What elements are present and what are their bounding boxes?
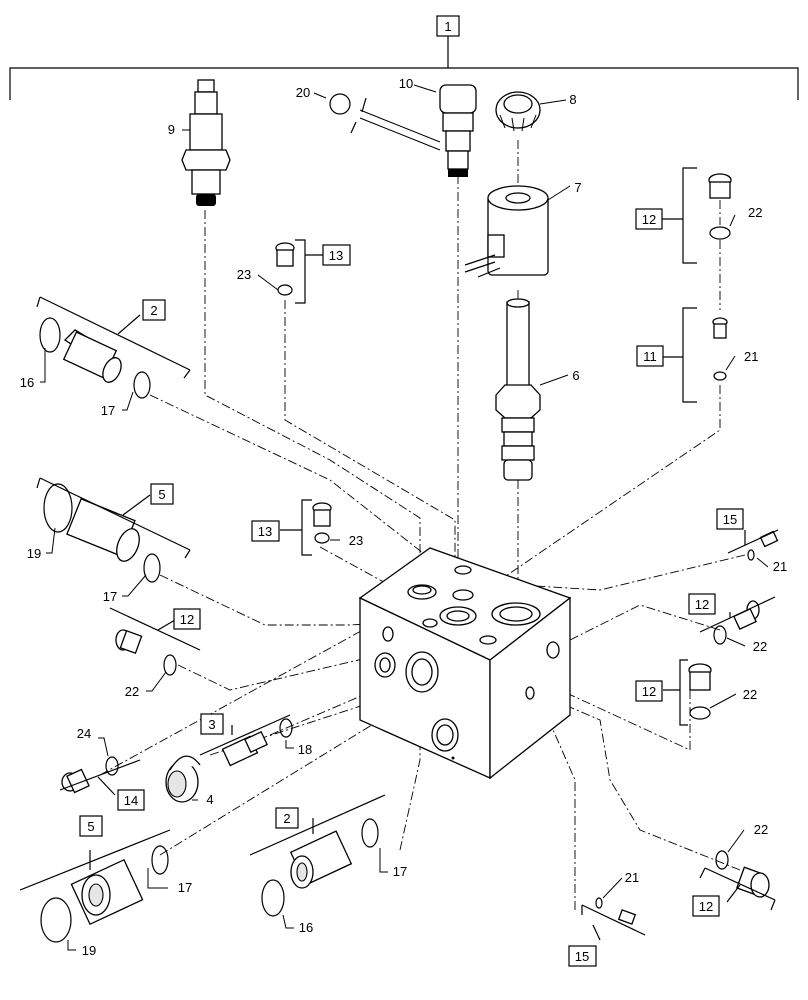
fitting-5-upper	[36, 477, 191, 583]
svg-text:10: 10	[399, 76, 413, 91]
svg-text:21: 21	[773, 559, 787, 574]
svg-text:15: 15	[575, 949, 589, 964]
svg-text:8: 8	[569, 92, 576, 107]
svg-text:22: 22	[125, 684, 139, 699]
plug-11	[663, 307, 728, 403]
svg-text:22: 22	[754, 822, 768, 837]
plug-13-upper	[275, 239, 323, 304]
svg-text:23: 23	[237, 267, 251, 282]
plug-12-top-right	[662, 167, 732, 264]
svg-text:13: 13	[258, 524, 272, 539]
svg-text:16: 16	[299, 920, 313, 935]
svg-text:23: 23	[349, 533, 363, 548]
svg-text:17: 17	[178, 880, 192, 895]
svg-text:21: 21	[625, 870, 639, 885]
callout-leaders	[40, 84, 769, 951]
svg-text:15: 15	[723, 512, 737, 527]
boxed-label-3: 3	[200, 713, 224, 735]
svg-text:20: 20	[296, 85, 310, 100]
leader-lines	[99, 140, 746, 910]
boxed-label-12-left: 12	[173, 608, 201, 630]
svg-text:12: 12	[699, 899, 713, 914]
svg-text:24: 24	[77, 726, 91, 741]
valve-block	[358, 547, 572, 780]
svg-text:1: 1	[444, 19, 451, 34]
fitting-5-lower	[19, 829, 171, 943]
fitting-2-upper	[36, 296, 191, 399]
svg-text:6: 6	[572, 368, 579, 383]
svg-text:22: 22	[743, 687, 757, 702]
relief-valve-9	[181, 79, 231, 206]
svg-text:2: 2	[283, 811, 290, 826]
part-number-labels: 9 20 10 8 7 6 22 21 23 16 17 19 17 22 23…	[20, 76, 787, 958]
plug-12-right-b	[663, 659, 712, 726]
boxed-label-12-right-b: 12	[635, 680, 663, 702]
plug-15-upper	[727, 529, 779, 561]
boxed-label-11: 11	[636, 345, 664, 367]
svg-text:7: 7	[574, 180, 581, 195]
fitting-3	[199, 714, 293, 767]
svg-text:14: 14	[124, 793, 138, 808]
boxed-label-5-lower: 5	[79, 815, 103, 837]
plug-12-right-a	[699, 596, 776, 645]
svg-text:19: 19	[82, 943, 96, 958]
svg-text:12: 12	[695, 597, 709, 612]
svg-text:21: 21	[744, 349, 758, 364]
plug-13-middle	[280, 499, 332, 556]
boxed-label-12-bottom-right: 12	[692, 895, 720, 917]
boxed-label-14: 14	[117, 789, 145, 811]
svg-text:4: 4	[206, 792, 213, 807]
boxed-label-13-middle: 13	[251, 520, 280, 542]
svg-text:11: 11	[643, 349, 657, 364]
svg-text:17: 17	[393, 864, 407, 879]
plug-14	[59, 756, 141, 796]
coil-nut-8	[495, 91, 541, 132]
plug-12-left	[109, 607, 201, 676]
boxed-label-1: 1	[436, 15, 460, 37]
svg-text:19: 19	[27, 546, 41, 561]
svg-text:22: 22	[753, 639, 767, 654]
svg-text:2: 2	[150, 303, 157, 318]
fitting-2-lower	[249, 794, 386, 917]
plug-15-bottom	[581, 897, 646, 941]
boxed-label-12-right-a: 12	[688, 593, 716, 615]
solenoid-cartridge-6	[495, 298, 541, 481]
cartridge-valve-10	[350, 84, 477, 177]
boxed-label-15-upper: 15	[716, 508, 744, 530]
boxed-label-5-upper: 5	[150, 483, 174, 505]
svg-text:5: 5	[87, 819, 94, 834]
svg-text:17: 17	[101, 403, 115, 418]
boxed-label-12-top-right: 12	[635, 208, 663, 230]
boxed-label-2-upper: 2	[142, 299, 166, 321]
boxed-label-15-bottom: 15	[568, 945, 597, 967]
svg-text:12: 12	[642, 212, 656, 227]
svg-text:3: 3	[208, 717, 215, 732]
assembly-bracket	[9, 36, 799, 100]
svg-text:12: 12	[642, 684, 656, 699]
solenoid-coil-7	[464, 185, 549, 278]
cap-4	[165, 755, 201, 803]
svg-text:5: 5	[158, 487, 165, 502]
boxed-label-2-lower: 2	[275, 807, 299, 829]
svg-text:17: 17	[103, 589, 117, 604]
svg-text:18: 18	[298, 742, 312, 757]
svg-text:9: 9	[168, 122, 175, 137]
boxed-label-13-upper: 13	[322, 244, 351, 266]
svg-text:16: 16	[20, 375, 34, 390]
svg-text:22: 22	[748, 205, 762, 220]
svg-text:12: 12	[180, 612, 194, 627]
plug-12-bottom-right	[699, 850, 776, 911]
svg-text:13: 13	[329, 248, 343, 263]
o-ring-20	[329, 93, 351, 115]
